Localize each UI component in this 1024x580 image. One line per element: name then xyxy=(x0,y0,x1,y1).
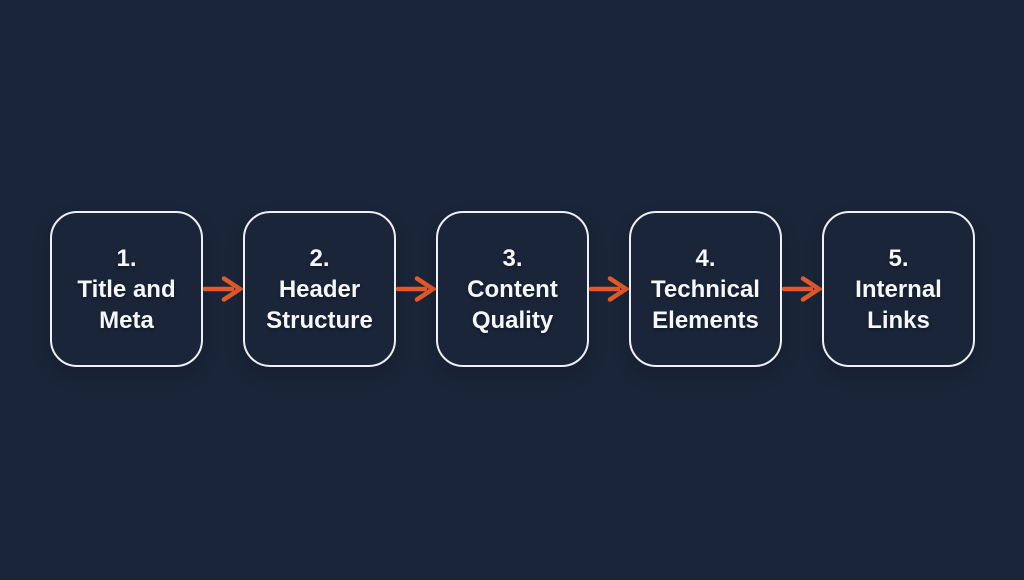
step-label-line1: Title and xyxy=(77,275,176,303)
step-box-5: 5. Internal Links xyxy=(822,211,975,367)
step-box-4: 4. Technical Elements xyxy=(629,211,782,367)
step-label-line1: Technical xyxy=(651,275,760,303)
step-label-line2: Meta xyxy=(99,306,154,334)
step-5-label: 5. Internal Links xyxy=(855,243,942,336)
step-label-line1: Internal xyxy=(855,275,942,303)
step-1-label: 1. Title and Meta xyxy=(77,243,175,336)
step-label-line2: Links xyxy=(867,306,930,334)
step-number: 1. xyxy=(116,244,137,272)
step-4-label: 4. Technical Elements xyxy=(651,243,760,336)
step-2-label: 2. Header Structure xyxy=(266,243,373,336)
step-box-2: 2. Header Structure xyxy=(243,211,396,367)
arrow-right-icon xyxy=(589,273,629,305)
step-label-line2: Quality xyxy=(471,306,554,334)
step-label-line2: Elements xyxy=(652,306,759,334)
step-box-1: 1. Title and Meta xyxy=(50,211,203,367)
flowchart: 1. Title and Meta 2. Header Structure xyxy=(50,211,975,367)
step-number: 4. xyxy=(695,244,716,272)
step-number: 2. xyxy=(309,244,330,272)
step-box-3: 3. Content Quality xyxy=(436,211,589,367)
arrow-right-icon xyxy=(782,273,822,305)
step-label-line1: Content xyxy=(467,275,558,303)
step-3-label: 3. Content Quality xyxy=(467,243,558,336)
arrow-right-icon xyxy=(203,273,243,305)
step-number: 5. xyxy=(888,244,909,272)
step-label-line1: Header xyxy=(278,275,361,303)
step-number: 3. xyxy=(502,244,523,272)
arrow-right-icon xyxy=(396,273,436,305)
step-label-line2: Structure xyxy=(266,306,373,334)
